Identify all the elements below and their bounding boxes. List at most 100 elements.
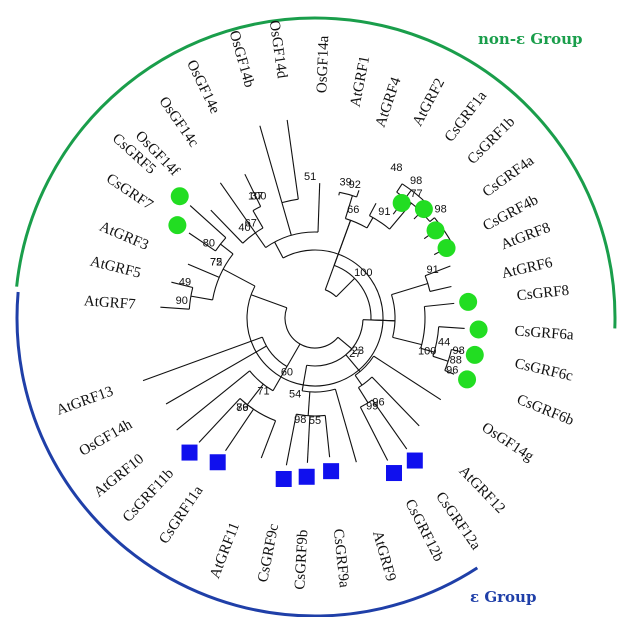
- leaf-label: CsGRF8: [516, 283, 570, 304]
- leaf-branch: [371, 399, 408, 450]
- leaf-label: CsGRF9a: [330, 528, 352, 589]
- green-circle-marker: [170, 187, 189, 206]
- bootstrap-value: 91: [427, 264, 439, 276]
- internal-branch: [362, 319, 395, 322]
- leaf-label: OsGF14h: [77, 416, 136, 459]
- bootstrap-value: 96: [446, 364, 458, 376]
- internal-arc: [390, 294, 396, 338]
- bootstrap-value: 54: [289, 389, 301, 401]
- green-circle-marker: [469, 320, 488, 339]
- internal-branch: [392, 336, 422, 346]
- root-branch: [250, 294, 287, 309]
- bootstrap-value: 71: [257, 385, 269, 397]
- leaf-label: AtGRF4: [373, 75, 405, 130]
- internal-branch: [345, 354, 361, 372]
- bootstrap-value: 100: [354, 267, 372, 279]
- bootstrap-value: 92: [349, 179, 361, 191]
- leaf-branch: [424, 265, 451, 277]
- leaf-branch: [244, 173, 262, 207]
- leaf-label: CsGRF6c: [513, 356, 575, 385]
- leaf-label: OsGF14b: [226, 29, 257, 90]
- bootstrap-value: 88: [450, 355, 462, 367]
- leaf-label: AtGRF3: [97, 219, 151, 254]
- leaf-labels: CsGRF5CsGRF7AtGRF3AtGRF5AtGRF7AtGRF13OsG…: [54, 19, 576, 590]
- blue-square-marker: [209, 454, 226, 471]
- leaf-branch: [424, 302, 455, 308]
- internal-arc: [306, 319, 364, 367]
- internal-arc: [249, 370, 274, 392]
- epsilon-group-arc: [15, 291, 479, 617]
- leaf-label: AtGRF13: [54, 383, 115, 418]
- leaf-branch: [259, 125, 283, 203]
- blue-square-marker: [298, 468, 315, 485]
- internal-branch: [391, 282, 429, 296]
- leaf-branch: [198, 398, 241, 443]
- internal-branch: [344, 195, 353, 219]
- leaf-branch: [356, 190, 360, 198]
- internal-branch: [307, 391, 311, 416]
- internal-branch: [222, 268, 256, 287]
- bootstrap-value: 98: [410, 175, 422, 187]
- internal-arc: [420, 306, 426, 349]
- bootstrap-value: 40: [238, 222, 250, 234]
- internal-branch: [354, 375, 363, 386]
- internal-arc: [396, 191, 431, 222]
- internal-arc: [339, 191, 357, 198]
- leaf-label: OsGF14c: [155, 94, 201, 151]
- bootstrap-value: 98: [452, 345, 464, 357]
- leaf-branch: [285, 414, 297, 466]
- bootstrap-value: 27: [349, 348, 361, 360]
- leaf-branch: [451, 348, 462, 353]
- leaf-branch: [188, 232, 216, 252]
- internal-arc: [239, 398, 276, 422]
- leaf-label: AtGRF7: [83, 293, 136, 313]
- leaf-label: CsGRF1b: [465, 114, 519, 168]
- bootstrap-value: 49: [179, 277, 191, 289]
- blue-square-marker: [406, 452, 423, 469]
- internal-arc: [302, 388, 336, 393]
- bootstrap-value: 86: [236, 402, 248, 414]
- leaf-branch: [219, 182, 256, 234]
- leaf-label: AtGRF12: [456, 463, 509, 517]
- root-arc: [325, 289, 337, 298]
- bootstrap-value: 79: [236, 402, 248, 414]
- internal-branch: [254, 232, 267, 248]
- leaf-label: OsGF14e: [183, 58, 223, 117]
- leaf-branch: [189, 205, 227, 239]
- leaf-branch: [142, 336, 263, 382]
- leaf-branch: [225, 408, 254, 451]
- leaf-label: AtGRF6: [500, 255, 554, 282]
- root-branch: [324, 220, 352, 290]
- internal-branch: [190, 295, 213, 301]
- leaf-branch: [286, 119, 299, 200]
- root-branch: [335, 278, 355, 298]
- internal-branch: [420, 347, 435, 353]
- bootstrap-value: 98: [435, 204, 447, 216]
- internal-branch: [274, 241, 284, 259]
- leaf-branch: [373, 355, 442, 401]
- green-circle-marker: [392, 193, 411, 212]
- internal-branch: [366, 217, 374, 229]
- internal-arc: [281, 198, 299, 204]
- leaf-label: AtGRF1: [348, 55, 374, 109]
- leaf-branch: [187, 263, 220, 278]
- leaf-branch: [334, 388, 357, 463]
- leaf-label: CsGRF9b: [292, 529, 311, 590]
- root-branch: [286, 343, 301, 367]
- bootstrap-value: 23: [352, 345, 364, 357]
- leaf-label: AtGRF11: [207, 520, 243, 580]
- internal-arc: [246, 249, 384, 387]
- bootstrap-value: 55: [309, 415, 321, 427]
- non-epsilon-group-label: non-ε Group: [478, 30, 583, 48]
- internal-branch: [429, 217, 435, 223]
- epsilon-group-label: ε Group: [470, 588, 537, 606]
- internal-branch: [246, 383, 264, 406]
- leaf-label: CsGRF4a: [480, 153, 538, 201]
- internal-arc: [296, 413, 326, 417]
- leaf-label: OsGF14a: [314, 35, 332, 93]
- leaf-branch: [324, 415, 331, 458]
- bootstrap-value: 90: [176, 295, 188, 307]
- bootstrap-value: 80: [203, 237, 215, 249]
- bootstrap-value: 66: [347, 204, 359, 216]
